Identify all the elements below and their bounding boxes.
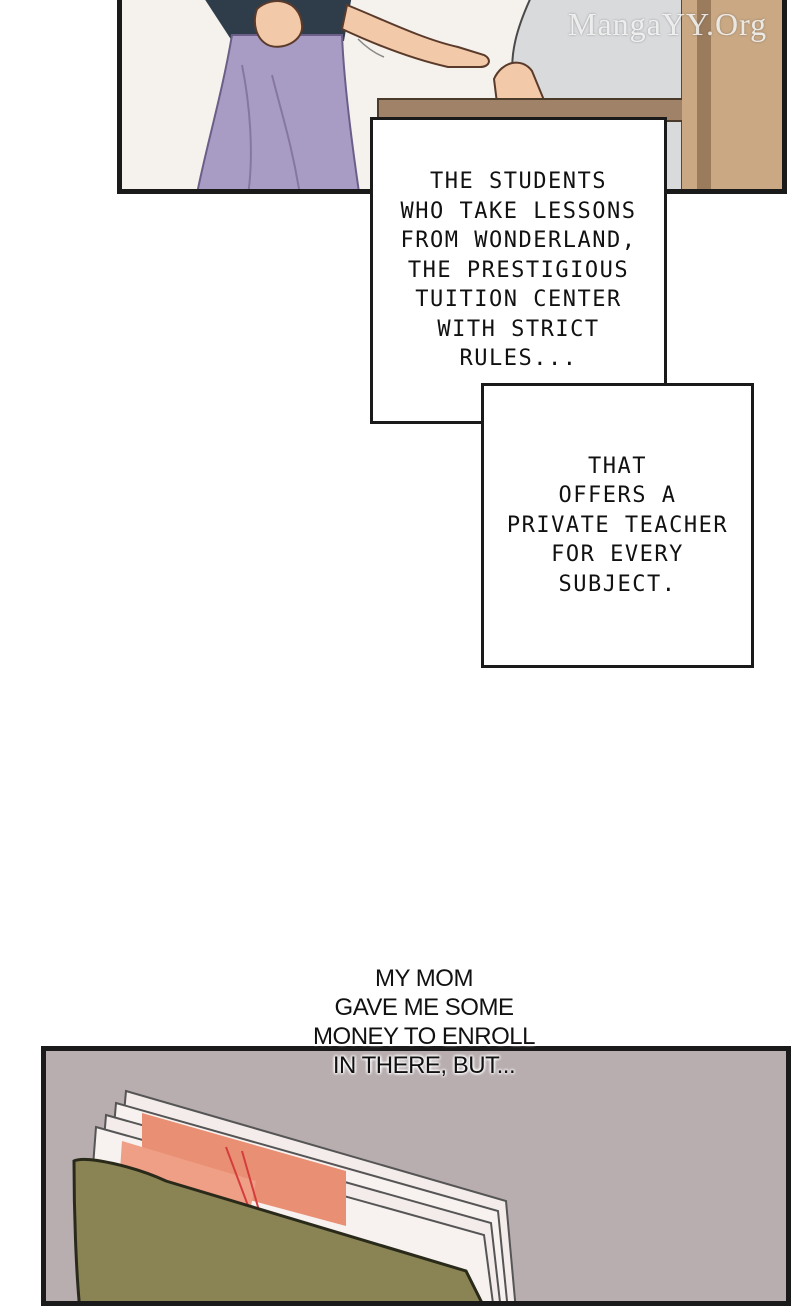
wallet (72, 1157, 483, 1301)
narration-text-1: THE STUDENTS WHO TAKE LESSONS FROM WONDE… (400, 169, 637, 372)
narration-box-join (484, 386, 664, 421)
narration-box-left-edge (481, 421, 484, 668)
narration-box-1: THE STUDENTS WHO TAKE LESSONS FROM WONDE… (370, 117, 667, 424)
narration-box-2: THAT OFFERS A PRIVATE TEACHER FOR EVERY … (481, 383, 754, 668)
narration-box-step-bottom (370, 421, 484, 424)
narration-text-2: THAT OFFERS A PRIVATE TEACHER FOR EVERY … (506, 453, 729, 597)
woman-hand (253, 0, 304, 48)
woman-pointing-arm (340, 3, 490, 68)
bottom-comic-panel (41, 1046, 791, 1306)
woman-skirt (196, 34, 360, 189)
top-comic-panel (117, 0, 787, 194)
narration-box-step-top (667, 383, 754, 386)
site-watermark: MangaYY.Org (568, 6, 768, 42)
narration-box-right-edge (664, 117, 667, 386)
speech-text: MY MOM GAVE ME SOME MONEY TO ENROLL IN T… (313, 965, 535, 1079)
bottom-panel-artwork (46, 1051, 786, 1301)
